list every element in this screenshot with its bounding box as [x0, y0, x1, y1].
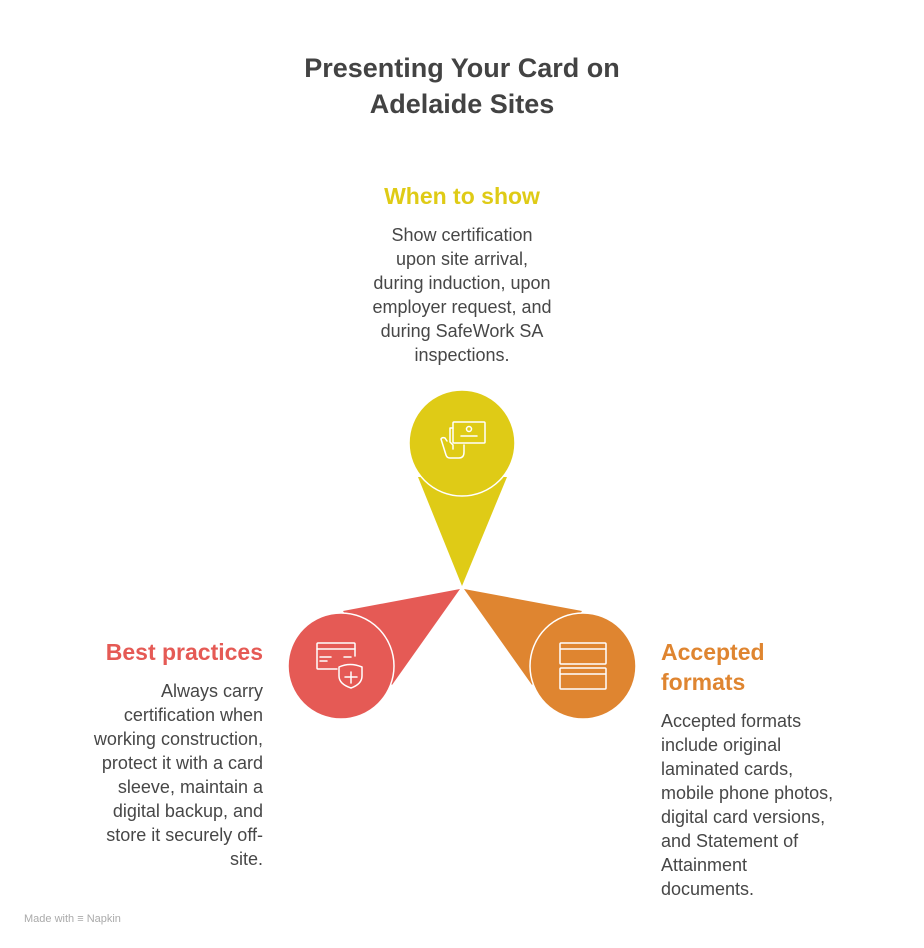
- best-practices-text: Always carry certification when working …: [94, 679, 263, 871]
- text-line: certification when: [123, 705, 263, 725]
- text-line: working construction,: [93, 729, 263, 749]
- text-line: employer request, and: [372, 297, 552, 317]
- text-line: Always carry: [160, 681, 263, 701]
- text-line: site.: [229, 849, 263, 869]
- card-shield-icon: [316, 642, 363, 689]
- text-line: during induction, upon: [373, 273, 551, 293]
- title-line-1: Presenting Your Card on: [304, 53, 620, 83]
- text-line: digital card versions,: [661, 807, 826, 827]
- text-line: documents.: [661, 879, 755, 899]
- accepted-formats-pin: [464, 589, 637, 720]
- best-practices-heading: Best practices: [105, 639, 263, 665]
- napkin-logo-icon: ≡: [77, 913, 84, 925]
- footer-made-with-napkin[interactable]: Made with ≡ Napkin: [24, 913, 121, 925]
- text-line: mobile phone photos,: [661, 783, 834, 803]
- text-line: Show certification: [391, 225, 533, 245]
- text-line: upon site arrival,: [395, 249, 529, 269]
- page-title: Presenting Your Card on Adelaide Sites: [0, 50, 924, 122]
- text-line: inspections.: [414, 345, 510, 365]
- text-line: during SafeWork SA: [380, 321, 544, 341]
- text-line: include original: [661, 735, 782, 755]
- when-to-show-text: Show certification upon site arrival, du…: [0, 223, 924, 367]
- text-line: laminated cards,: [661, 759, 794, 779]
- text-line: sleeve, maintain a: [117, 777, 263, 797]
- when-to-show-pin: [408, 389, 516, 586]
- title-line-2: Adelaide Sites: [369, 89, 555, 119]
- text-line: digital backup, and: [112, 801, 263, 821]
- best-practices-pin: [287, 589, 460, 720]
- brand-label: Napkin: [86, 913, 121, 925]
- text-line: store it securely off-: [106, 825, 263, 845]
- text-line: Accepted formats: [661, 711, 802, 731]
- heading-line: formats: [661, 669, 746, 695]
- heading-line: Accepted: [661, 639, 765, 665]
- stacked-cards-icon: [559, 642, 607, 690]
- when-to-show-heading: When to show: [384, 183, 540, 209]
- text-line: protect it with a card: [101, 753, 263, 773]
- text-line: Attainment: [661, 855, 748, 875]
- made-with-label: Made with: [24, 913, 75, 925]
- text-line: and Statement of: [661, 831, 799, 851]
- accepted-formats-heading: Accepted formats: [661, 637, 765, 697]
- hand-holding-card-icon: [440, 421, 486, 459]
- accepted-formats-text: Accepted formats include original lamina…: [661, 709, 833, 901]
